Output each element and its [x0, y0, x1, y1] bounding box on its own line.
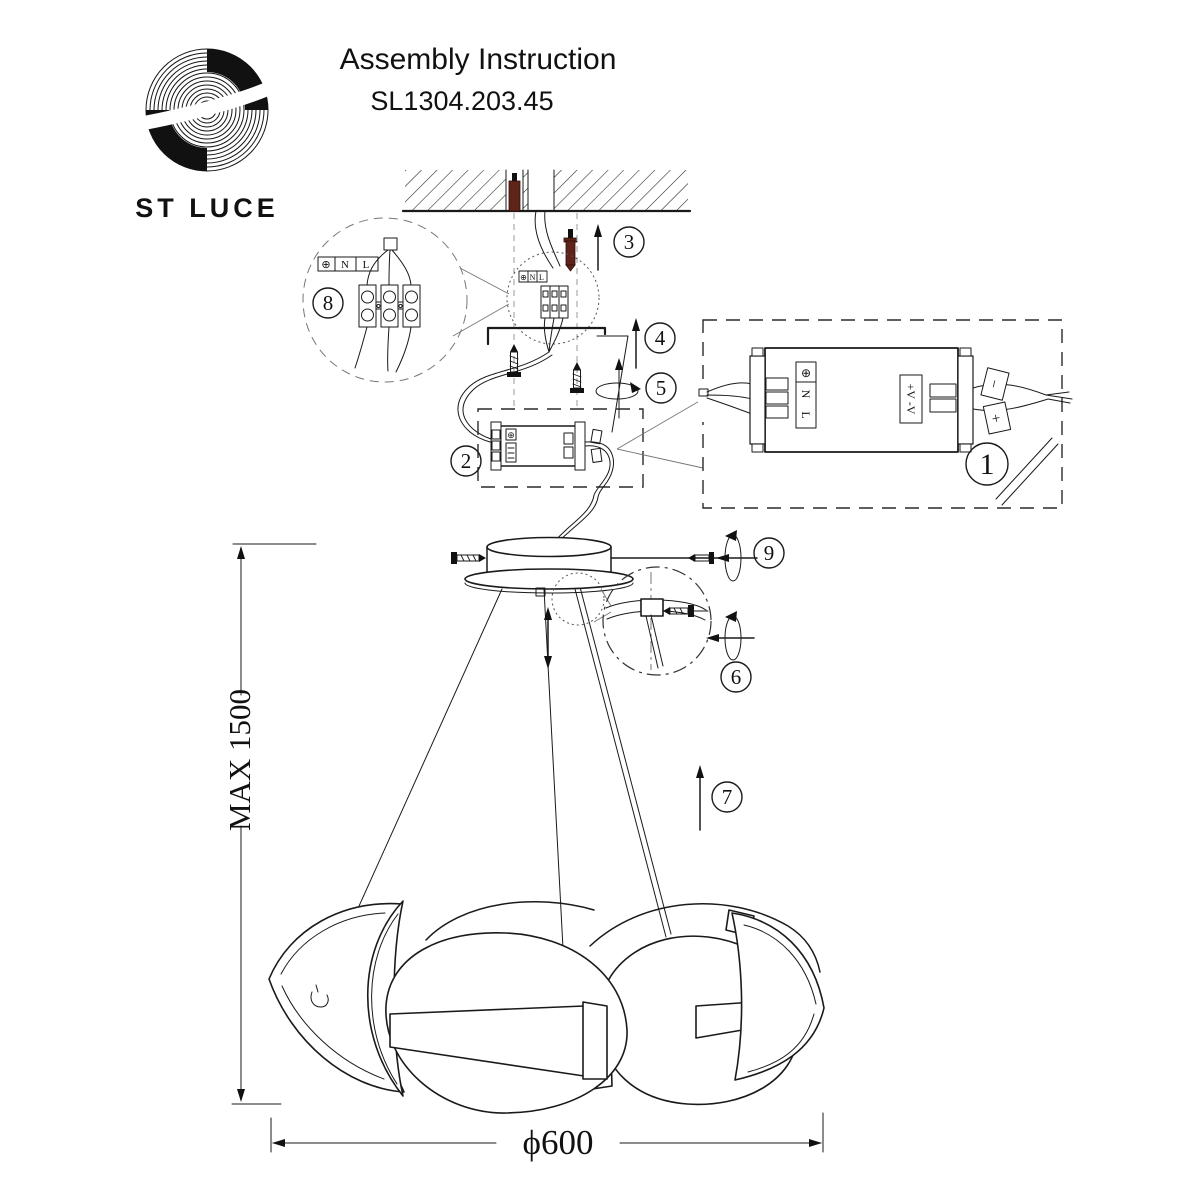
dimension-max-height: MAX 1500: [222, 543, 317, 1105]
svg-text:2: 2: [461, 449, 472, 473]
svg-text:6: 6: [731, 665, 742, 689]
d1-l-label: L: [799, 411, 813, 418]
mini-ground-label: ⊕: [507, 430, 515, 440]
detail-8-leaders: [452, 267, 510, 337]
step-badge-9: 9: [753, 537, 785, 569]
dimension-diameter: ϕ600: [270, 1112, 824, 1162]
zoom-source-circle: [551, 572, 605, 626]
cable-grip-block: [640, 598, 664, 617]
canopy: 9: [451, 530, 785, 669]
step-badge-8: 8: [312, 287, 344, 319]
ceiling-section: [401, 169, 692, 408]
step-badge-1: 1: [965, 442, 1009, 486]
output-cable: [555, 441, 615, 548]
raise-arrow-7: 7: [696, 765, 743, 831]
mounting-bracket: 4 5: [486, 318, 677, 433]
grip-screw: [663, 605, 709, 617]
screw-right: [570, 362, 584, 393]
mini-output-connectors: [590, 428, 603, 463]
svg-text:1: 1: [980, 448, 995, 481]
rotate-symbol-5: [595, 382, 639, 400]
d1-corner-cable: [995, 437, 1059, 506]
lamp-body: [268, 900, 825, 1114]
svg-text:5: 5: [656, 376, 667, 400]
detail-8-terminal: ⊕ N L 8: [302, 217, 510, 383]
step-badge-5: 5: [645, 372, 677, 404]
d8-ground-label: ⊕: [321, 259, 330, 271]
d1-input-wires: [706, 382, 753, 415]
mains-entry: [698, 388, 709, 397]
wall-anchor-installed: [508, 180, 521, 212]
d8-wires-bottom: [354, 326, 412, 373]
document-header: Assembly Instruction SL1304.203.45: [340, 43, 617, 116]
svg-text:9: 9: [764, 541, 775, 565]
diameter-label: ϕ600: [523, 1123, 594, 1162]
arrow-step9: [716, 554, 729, 562]
svg-text:4: 4: [655, 326, 666, 350]
ceiling-screw: [512, 173, 517, 182]
d8-l-label: L: [363, 259, 370, 271]
shade-back-left: [425, 901, 595, 941]
insitu-terminal-block: [540, 285, 569, 319]
detail-1-leader: [616, 398, 704, 469]
svg-text:3: 3: [624, 230, 635, 254]
tag-plus: +: [986, 413, 1003, 425]
step-badge-7: 7: [711, 781, 743, 813]
canopy-top: [486, 536, 612, 558]
d1-n-label: N: [799, 390, 813, 399]
step-badge-6: 6: [720, 661, 752, 693]
svg-text:8: 8: [323, 291, 334, 315]
brand-logo: ST LUCE: [135, 48, 279, 223]
canopy-flange: [464, 568, 634, 590]
grip-cable: [645, 614, 664, 669]
max-height-label: MAX 1500: [222, 689, 257, 831]
insitu-ground-label: ⊕: [520, 273, 527, 282]
shade-back-right: [589, 903, 821, 973]
page-title: Assembly Instruction: [340, 43, 617, 76]
screw-left: [507, 344, 521, 377]
cable-hook: [310, 984, 329, 1008]
detail-1-driver: ⊕ N L +V -V − + 1: [698, 319, 1073, 509]
d1-output-label: +V -V: [904, 384, 918, 415]
step-badge-4: 4: [644, 322, 676, 354]
logo-s-band: [137, 80, 279, 130]
d1-driver-body: [749, 347, 974, 453]
brand-name: ST LUCE: [135, 193, 279, 223]
wall-anchor-loose: [563, 229, 578, 272]
canopy-screw-left: [451, 552, 486, 564]
model-number: SL1304.203.45: [370, 86, 553, 116]
svg-text:7: 7: [722, 785, 733, 809]
canopy-screw-right: [688, 552, 714, 564]
d1-output-wires: [972, 383, 1073, 412]
d8-wires-top: [366, 249, 412, 286]
d1-ground-label: ⊕: [801, 366, 811, 380]
step-badge-2: 2: [450, 445, 482, 477]
terminal-insitu: ⊕ N L: [457, 251, 600, 443]
polarity-tags: [980, 367, 1012, 435]
detail-6-cable-lock: 6: [602, 566, 755, 693]
tag-minus: −: [984, 377, 1002, 389]
driver-box-step2: ⊕ 2: [450, 398, 704, 548]
cable-to-driver: [457, 351, 550, 443]
d8-n-label: N: [341, 259, 349, 271]
cable-grip-nub: [535, 587, 546, 597]
driver-mini: [490, 421, 586, 471]
shade-right-petal: [731, 912, 825, 1081]
insitu-n-label: N: [530, 273, 536, 282]
mains-wires: [534, 210, 561, 269]
insitu-l-label: L: [539, 273, 544, 282]
step-badge-3: 3: [613, 226, 645, 258]
